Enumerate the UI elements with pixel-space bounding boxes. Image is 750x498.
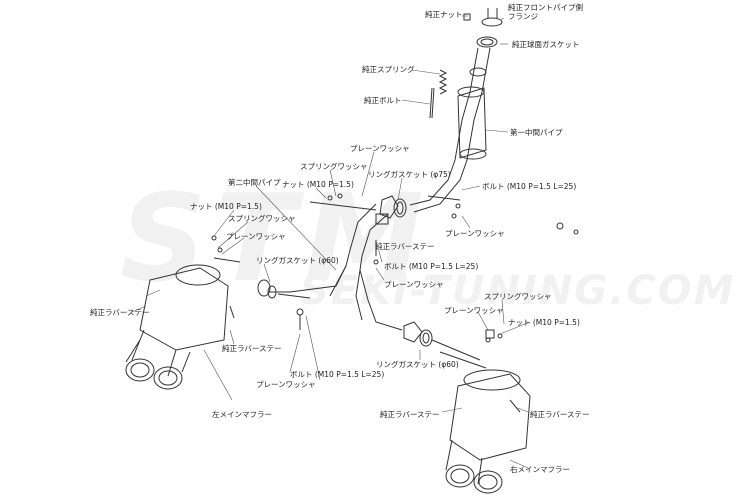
label-spring-washer-c: スプリングワッシャ (484, 292, 552, 301)
label-spring-washer-a: スプリングワッシャ (300, 162, 368, 171)
first-intermediate-pipe (409, 47, 491, 213)
label-jun-rubber-stay-b: 純正ラバーステー (90, 308, 150, 317)
label-ring-gasket-75: リングガスケット (φ75) (368, 170, 451, 179)
label-jun-front-flange-text: 純正フロントパイプ側 フランジ (508, 3, 583, 21)
label-jun-rubber-stay-d: 純正ラバーステー (380, 410, 440, 419)
watermark-site: SEKI-TUNING.COM (300, 268, 736, 314)
label-nut-m10-a: ナット (M10 P=1.5) (282, 180, 354, 189)
label-plain-washer-a: プレーンワッシャ (350, 144, 410, 153)
label-spring-washer-b: スプリングワッシャ (228, 214, 296, 223)
label-jun-bolt: 純正ボルト (364, 96, 402, 105)
right-muffler-part (445, 369, 531, 494)
label-left-muffler: 左メインマフラー (212, 410, 272, 419)
label-bolt-25-b: ボルト (M10 P=1.5 L=25) (384, 262, 479, 271)
label-right-muffler: 右メインマフラー (510, 465, 570, 474)
label-ring-gasket-60-a: リングガスケット (φ60) (256, 256, 339, 265)
leader-lines (131, 15, 531, 469)
label-jun-nut-top: 純正ナット (425, 10, 463, 19)
label-jun-rubber-stay-c: 純正ラバーステー (222, 344, 282, 353)
left-muffler-part (125, 264, 235, 390)
label-jun-rubber-stay-a: 純正ラバーステー (375, 242, 435, 251)
front-flange-part (463, 8, 503, 48)
second-intermediate-pipe (268, 203, 403, 331)
label-plain-washer-e: プレーンワッシャ (444, 306, 504, 315)
label-nut-m10-b: ナット (M10 P=1.5) (190, 202, 262, 211)
ring-gasket-60-left (213, 257, 311, 299)
label-dai2-pipe: 第二中間パイプ (228, 178, 281, 187)
label-dai1-pipe: 第一中間パイプ (510, 128, 563, 137)
label-jun-spring: 純正スプリング (362, 65, 415, 74)
label-plain-washer-b: プレーンワッシャ (226, 232, 286, 241)
label-plain-washer-f: プレーンワッシャ (256, 380, 316, 389)
label-bolt-25-a: ボルト (M10 P=1.5 L=25) (482, 182, 577, 191)
label-bolt-25-c: ボルト (M10 P=1.5 L=25) (290, 370, 385, 379)
label-plain-washer-d: プレーンワッシャ (384, 280, 444, 289)
spring-part (429, 69, 448, 119)
label-plain-washer-c: プレーンワッシャ (445, 229, 505, 238)
label-jun-rubber-stay-e: 純正ラバーステー (530, 410, 590, 419)
label-jun-front-flange: 純正フロントパイプ側 フランジ (508, 3, 583, 21)
label-ring-gasket-60-b: リングガスケット (φ60) (376, 360, 459, 369)
label-nut-m10-c: ナット (M10 P=1.5) (508, 318, 580, 327)
label-jun-kyumen-gasket: 純正球面ガスケット (512, 40, 580, 49)
ring-gasket-75-part (309, 195, 461, 219)
ring-gasket-60-right (403, 321, 495, 369)
